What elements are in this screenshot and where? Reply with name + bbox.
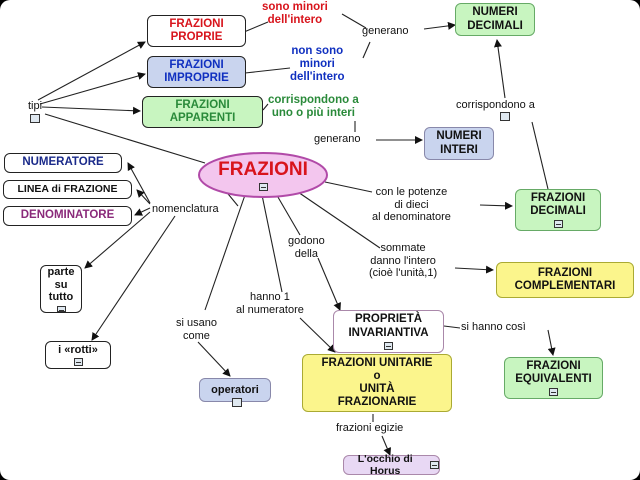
node-frazioni-unitarie[interactable]: FRAZIONI UNITARIE o UNITÀ FRAZIONARIE xyxy=(302,354,452,412)
label-tipi: tipi xyxy=(28,100,43,112)
label-hanno1: hanno 1 al numeratore xyxy=(236,291,304,316)
center-label: FRAZIONI xyxy=(218,159,308,181)
linea-label: LINEA di FRAZIONE xyxy=(17,183,118,196)
frazioni-decimali-label: FRAZIONI DECIMALI xyxy=(530,191,586,217)
node-numeri-decimali[interactable]: NUMERI DECIMALI xyxy=(455,3,535,36)
note-icon xyxy=(232,398,242,407)
label-nomenclatura: nomenclatura xyxy=(152,203,219,215)
label-corrispondono: corrispondono a xyxy=(456,99,535,111)
frazioni-complementari-label: FRAZIONI COMPLEMENTARI xyxy=(514,266,616,292)
improprie-label: FRAZIONI IMPROPRIE xyxy=(164,58,229,84)
note-icon xyxy=(430,461,439,469)
label-si-usano: si usano come xyxy=(176,317,217,342)
label-improprie-desc: non sono minori dell'intero xyxy=(290,45,345,84)
note-icon xyxy=(258,182,268,191)
label-generano-top: generano xyxy=(362,25,409,37)
node-numeratore[interactable]: NUMERATORE xyxy=(4,153,122,173)
center-ellipse xyxy=(198,152,328,198)
note-icon xyxy=(73,358,83,367)
node-frazioni-proprie[interactable]: FRAZIONI PROPRIE xyxy=(147,15,246,47)
label-godono: godono della xyxy=(288,235,325,260)
frazioni-unitarie-label: FRAZIONI UNITARIE o UNITÀ FRAZIONARIE xyxy=(321,356,433,409)
label-generano-mid: generano xyxy=(314,133,361,145)
label-proprie-desc: sono minori dell'intero xyxy=(262,1,328,27)
node-proprieta-invariantiva[interactable]: PROPRIETÀ INVARIANTIVA xyxy=(333,310,444,353)
numeratore-label: NUMERATORE xyxy=(22,156,104,169)
node-denominatore[interactable]: DENOMINATORE xyxy=(3,206,132,226)
center-node-frazioni[interactable]: FRAZIONI xyxy=(200,154,326,196)
numeri-decimali-label: NUMERI DECIMALI xyxy=(467,6,523,32)
node-frazioni-decimali[interactable]: FRAZIONI DECIMALI xyxy=(515,189,601,231)
node-rotti[interactable]: i «rotti» xyxy=(45,341,111,369)
note-icon xyxy=(553,220,563,229)
node-linea[interactable]: LINEA di FRAZIONE xyxy=(3,180,132,199)
proprieta-label: PROPRIETÀ INVARIANTIVA xyxy=(348,313,429,339)
rotti-label: i «rotti» xyxy=(58,343,98,356)
label-apparenti-desc: corrispondono a uno o più interi xyxy=(268,94,359,120)
frazioni-equivalenti-label: FRAZIONI EQUIVALENTI xyxy=(515,359,592,385)
note-icon xyxy=(384,341,393,350)
note-icon xyxy=(549,388,558,397)
node-frazioni-equivalenti[interactable]: FRAZIONI EQUIVALENTI xyxy=(504,357,603,399)
numeri-interi-label: NUMERI INTERI xyxy=(436,130,482,156)
node-frazioni-apparenti[interactable]: FRAZIONI APPARENTI xyxy=(142,96,263,128)
node-numeri-interi[interactable]: NUMERI INTERI xyxy=(424,127,494,160)
label-sommate: sommate danno l'intero (cioè l'unità,1) xyxy=(369,242,438,280)
label-si-hanno: si hanno così xyxy=(461,321,526,333)
node-occhio-horus[interactable]: L'occhio di Horus xyxy=(343,452,440,477)
node-parte-su-tutto[interactable]: parte su tutto xyxy=(40,265,82,313)
occhio-label: L'occhio di Horus xyxy=(357,452,413,477)
denominatore-label: DENOMINATORE xyxy=(20,209,115,222)
note-icon xyxy=(30,114,40,123)
label-frazioni-egizie: frazioni egizie xyxy=(336,422,404,434)
label-potenze: con le potenze di dieci al denominatore xyxy=(372,186,451,224)
note-icon xyxy=(500,112,510,121)
operatori-label: operatori xyxy=(211,383,259,396)
apparenti-label: FRAZIONI APPARENTI xyxy=(169,98,236,124)
node-frazioni-improprie[interactable]: FRAZIONI IMPROPRIE xyxy=(147,56,246,88)
note-icon xyxy=(56,305,66,312)
parte-su-tutto-label: parte su tutto xyxy=(47,266,75,304)
node-frazioni-complementari[interactable]: FRAZIONI COMPLEMENTARI xyxy=(496,262,634,298)
